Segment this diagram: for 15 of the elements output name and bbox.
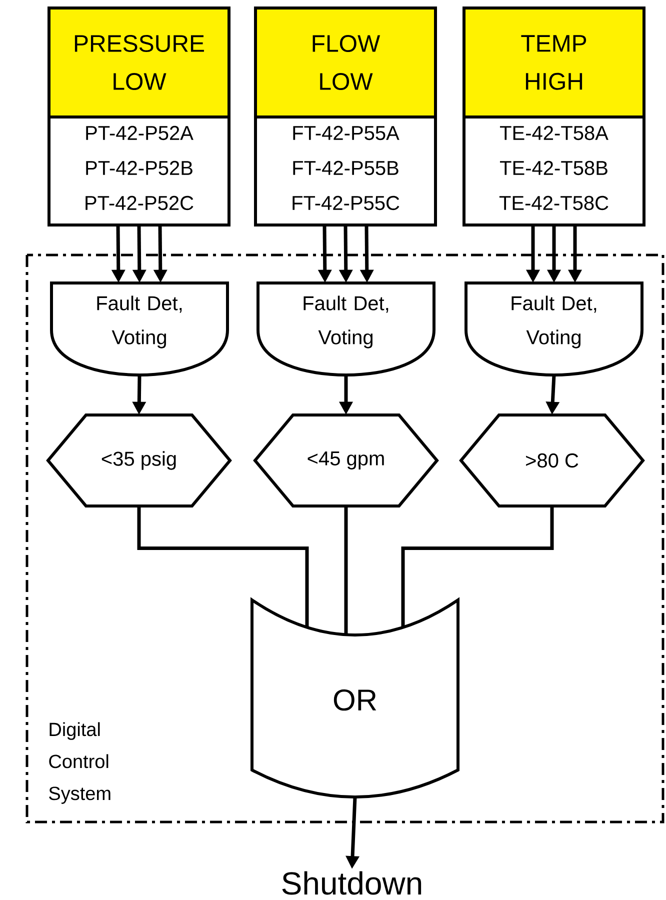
connector-line <box>137 506 309 628</box>
voting-gate: Fault Det, Voting <box>464 282 644 376</box>
output-label: Shutdown <box>282 871 422 895</box>
connector-line <box>344 506 348 634</box>
tag-box: PT-42-P52A PT-42-P52B PT-42-P52C <box>48 116 230 226</box>
alarm-header: PRESSURE LOW <box>48 6 230 118</box>
boundary-label: Digital Control System <box>49 722 110 804</box>
voting-gate: Fault Det, Voting <box>50 282 229 376</box>
alarm-header: FLOW LOW <box>254 6 437 118</box>
tag-box: TE-42-T58A TE-42-T58B TE-42-T58C <box>462 116 646 226</box>
voting-gate: Fault Det, Voting <box>256 282 436 376</box>
or-gate: OR <box>250 598 460 798</box>
tag-box: FT-42-P55A FT-42-P55B FT-42-P55C <box>254 116 437 226</box>
alarm-header: TEMP HIGH <box>462 6 646 118</box>
connector-line <box>401 506 554 628</box>
